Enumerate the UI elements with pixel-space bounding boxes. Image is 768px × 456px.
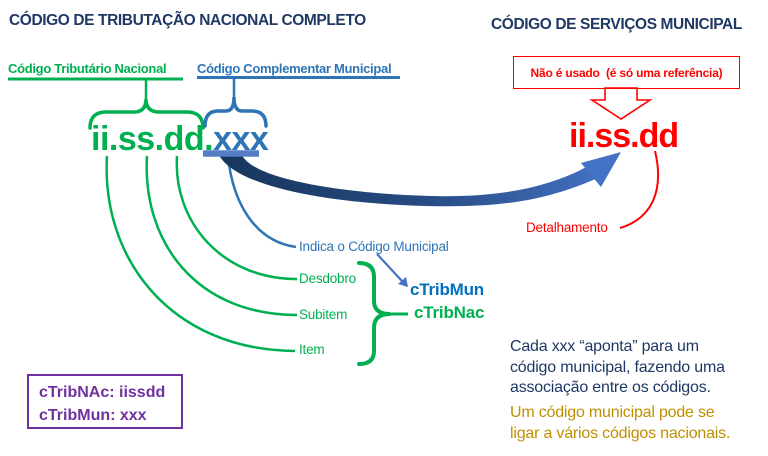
code-iissddxxx: ii.ss.dd.xxx [91,120,269,158]
paragraph-navy: Cada xxx “aponta” para um código municip… [510,337,725,399]
big-curved-arrow-body [219,155,600,207]
legend-line-ctribmun: cTribMun: xxx [39,407,147,424]
ctribmun-label: cTribMun [410,280,484,299]
paragraph-navy-line2: código municipal, fazendo uma [510,358,725,376]
big-curved-arrow-head [581,152,621,187]
callout-desdobro: Desdobro [299,271,356,286]
label-codigo-complementar-municipal: Código Complementar Municipal [197,61,392,76]
paragraph-navy-line1: Cada xxx “aponta” para um [510,338,699,355]
paragraph-gold: Um código municipal pode se ligar a vári… [510,403,730,444]
left-title: CÓDIGO DE TRIBUTAÇÃO NACIONAL COMPLETO [9,12,366,29]
callout-item: Item [299,342,325,357]
leader-curve-subitem [145,155,298,317]
code-municipal-part: xxx [213,120,269,158]
paragraph-gold-line2: ligar a vários códigos nacionais. [510,424,731,442]
legend-line-ctribnac: cTribNAc: iissdd [39,384,166,401]
callout-subitem: Subitem [299,307,348,322]
green-overbrace [88,98,205,130]
note-box-nao-e-usado: Não é usado (é só uma referência) [513,56,740,89]
red-down-block-arrow [589,87,653,120]
code-national-part: ii.ss.dd. [91,120,214,158]
leader-curve-desdobro [175,155,298,281]
callout-indica: Indica o Código Municipal [299,239,449,254]
leader-curve-indica [226,156,297,249]
leader-curve-item [105,155,296,353]
green-right-brace [357,261,391,366]
right-title: CÓDIGO DE SERVIÇOS MUNICIPAL [491,16,742,33]
code-iissdd-red: ii.ss.dd [569,117,679,155]
callout-detalhamento: Detalhamento [526,220,608,235]
indica-arrow-line [376,253,403,282]
indica-arrow-head [398,277,408,287]
label-codigo-tributario-nacional: Código Tributário Nacional [8,61,167,76]
blue-overbrace [203,96,268,128]
paragraph-gold-line1: Um código municipal pode se [510,404,715,421]
detalhamento-curve [619,150,660,229]
legend-box: cTribNAc: iissdd cTribMun: xxx [27,374,183,429]
paragraph-navy-line3: associação entre os códigos. [510,379,711,396]
ctribnac-label: cTribNac [414,303,485,322]
